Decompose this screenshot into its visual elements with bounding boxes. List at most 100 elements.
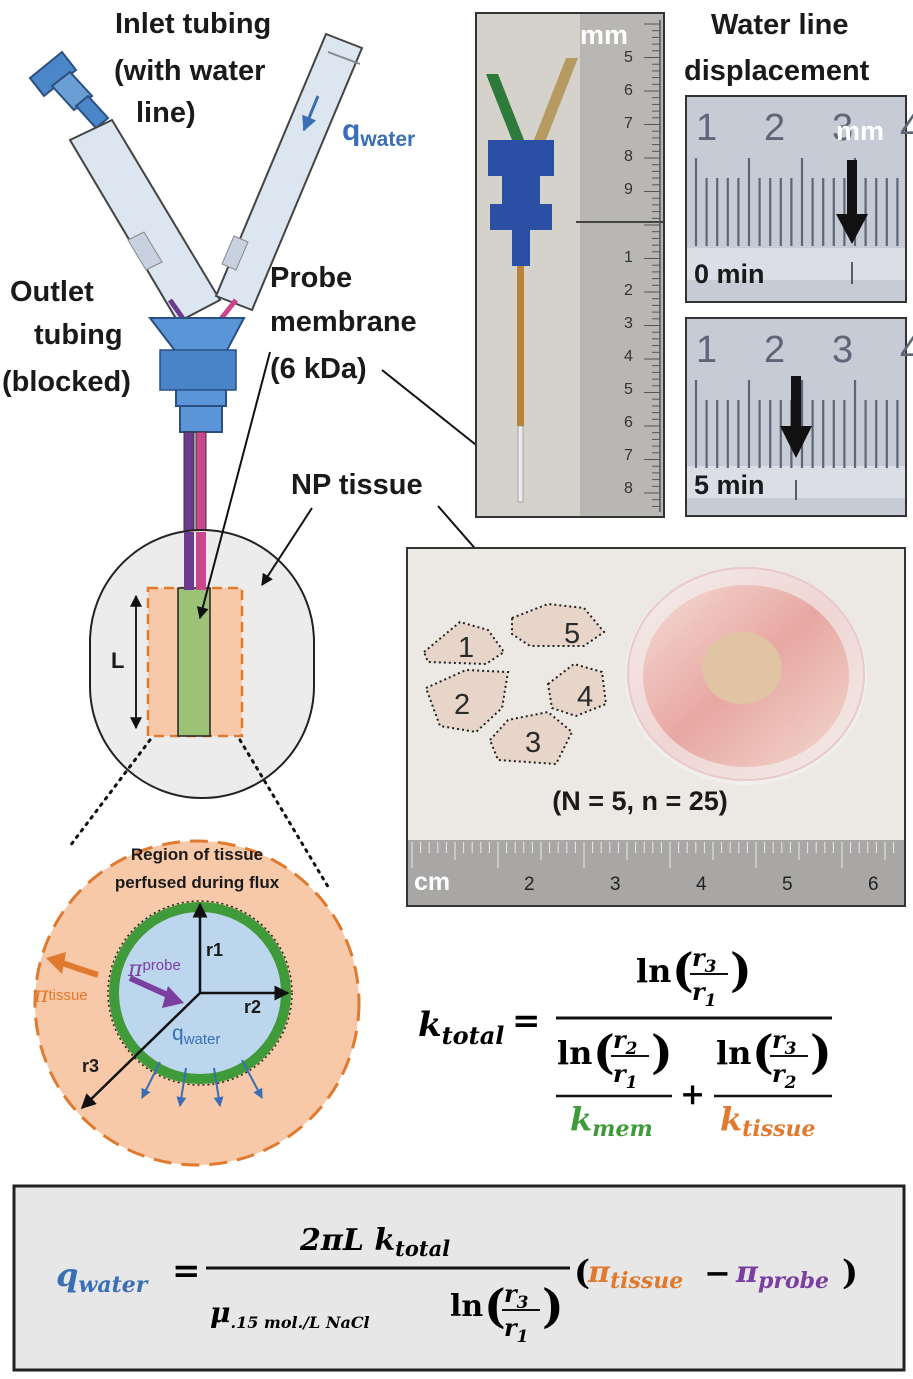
probe-ruler-label: 5 <box>624 381 633 398</box>
flow-arrow-icon <box>302 95 320 132</box>
svg-text:r1: r1 <box>504 1313 529 1347</box>
region-title-1: Region of tissue <box>131 845 263 864</box>
label-probe-1: Probe <box>270 262 352 294</box>
equation-k-total: ktotal = ln ( r3 r1 ) ln ( r2 r1 ) kmem … <box>418 943 832 1142</box>
label-water-line-2: displacement <box>684 55 870 87</box>
water-panel-tick-label: 4 <box>900 107 913 149</box>
svg-text:ln: ln <box>636 952 671 990</box>
cm-ruler-label: 6 <box>868 874 879 895</box>
water-panel-tick-label: 2 <box>764 329 785 371</box>
eq2-numerator: 2πL ktotal <box>299 1223 450 1261</box>
label-probe-2: membrane <box>270 306 417 338</box>
eq1-kmem: kmem <box>570 1100 653 1142</box>
eq2-pi-probe: πprobe <box>735 1255 829 1294</box>
arrow-down-icon <box>780 426 812 458</box>
svg-text:(: ( <box>752 1025 774 1079</box>
cm-ruler-label: 5 <box>782 874 793 895</box>
water-panel-unit: mm <box>836 116 884 146</box>
equation-q-water-box: qwater = 2πL ktotal μ.15 mol./L NaCl ln … <box>12 1184 906 1372</box>
cm-ruler-label: 2 <box>524 874 535 895</box>
tissue-capsule <box>89 529 315 799</box>
probe-ruler-label: 7 <box>624 447 633 464</box>
probe-ruler-label: 3 <box>624 315 633 332</box>
svg-text:r2: r2 <box>772 1059 797 1093</box>
sample-1-label: 1 <box>458 632 474 664</box>
cm-ruler-unit: cm <box>414 868 450 896</box>
water-panel-1-time: 5 min <box>694 470 765 500</box>
syringe-plunger-icon <box>28 50 110 130</box>
eq1-lhs: ktotal <box>418 1005 504 1050</box>
cross-section <box>33 839 361 1167</box>
svg-text:ln: ln <box>450 1289 483 1324</box>
q-water-label: qwater <box>342 114 415 151</box>
svg-text:): ) <box>810 1025 832 1079</box>
cm-ruler-label: 4 <box>696 874 707 895</box>
membrane-pointer-arrow <box>196 351 271 620</box>
label-outlet-2: tubing <box>34 319 123 351</box>
svg-text:=: = <box>172 1251 201 1291</box>
svg-text:(: ( <box>593 1025 615 1079</box>
cm-ruler-label: 3 <box>610 874 621 895</box>
svg-text:): ) <box>651 1025 673 1079</box>
eq1-equals: = <box>512 1001 541 1041</box>
probe-photo <box>475 12 665 518</box>
svg-text:r3: r3 <box>692 943 717 977</box>
eq2-mu: μ.15 mol./L NaCl <box>210 1296 370 1332</box>
probe-ruler-label: 2 <box>624 282 633 299</box>
svg-text:+: + <box>680 1077 705 1112</box>
water-panel-0 <box>685 95 907 303</box>
probe-ruler-label: 8 <box>624 148 633 165</box>
probe-ruler-label: 7 <box>624 115 633 132</box>
label-inlet-1: Inlet tubing <box>115 8 271 40</box>
water-panel-tick-label: 4 <box>900 329 913 371</box>
svg-text:(: ( <box>484 1279 506 1333</box>
probe-ruler-unit: mm <box>580 20 628 50</box>
svg-text:r1: r1 <box>692 977 717 1011</box>
probe-ruler-label: 6 <box>624 414 633 431</box>
r2-label: r2 <box>244 997 261 1017</box>
water-panel-1 <box>685 317 907 517</box>
probe-ruler-label: 1 <box>624 249 633 266</box>
svg-text:(: ( <box>672 943 694 997</box>
water-panel-tick-label: 3 <box>832 329 853 371</box>
sample-2-label: 2 <box>454 689 470 721</box>
water-panel-0-time: 0 min <box>694 259 765 289</box>
r3-label: r3 <box>82 1056 99 1076</box>
svg-text:r3: r3 <box>504 1279 529 1313</box>
svg-text:ln: ln <box>557 1034 592 1072</box>
svg-text:ln: ln <box>716 1034 751 1072</box>
probe-schematic <box>28 32 364 591</box>
svg-text:−: − <box>704 1254 731 1292</box>
probe-ruler-label: 9 <box>624 181 633 198</box>
svg-text:): ) <box>542 1279 564 1333</box>
arrow-down-icon <box>836 214 868 244</box>
label-np-tissue: NP tissue <box>291 469 423 501</box>
probe-ruler-labels-lower: 1 2 3 4 5 6 7 8 <box>624 249 633 497</box>
eq2-pi-tissue: πtissue <box>587 1255 683 1294</box>
probe-ruler-label: 8 <box>624 480 633 497</box>
label-water-line-1: Water line <box>711 9 849 41</box>
q-water-cross-label: qwater <box>172 1022 220 1048</box>
probe-ruler-label: 5 <box>624 49 633 66</box>
r1-label: r1 <box>206 940 223 960</box>
label-inlet-2: (with water <box>114 55 265 87</box>
label-outlet-3: (blocked) <box>2 366 131 398</box>
water-panel-tick-label: 1 <box>696 107 717 149</box>
probe-ruler-labels-upper: 5 6 7 8 9 <box>624 49 633 198</box>
sample-4-label: 4 <box>577 681 593 713</box>
probe-ruler-label: 6 <box>624 82 633 99</box>
water-panel-tick-label: 2 <box>764 107 785 149</box>
svg-text:): ) <box>842 1253 858 1293</box>
svg-text:): ) <box>730 943 752 997</box>
pi-probe-label: πprobe <box>127 957 181 982</box>
tissue-photo <box>406 547 906 907</box>
length-label: L <box>111 648 124 673</box>
sample-5-label: 5 <box>564 618 580 650</box>
label-inlet-3: line) <box>136 97 196 129</box>
probe-ruler-label: 4 <box>624 348 633 365</box>
sample-count: (N = 5, n = 25) <box>552 786 728 816</box>
inlet-tube <box>214 32 364 312</box>
region-title-2: perfused during flux <box>115 873 280 892</box>
label-outlet-1: Outlet <box>10 276 94 308</box>
